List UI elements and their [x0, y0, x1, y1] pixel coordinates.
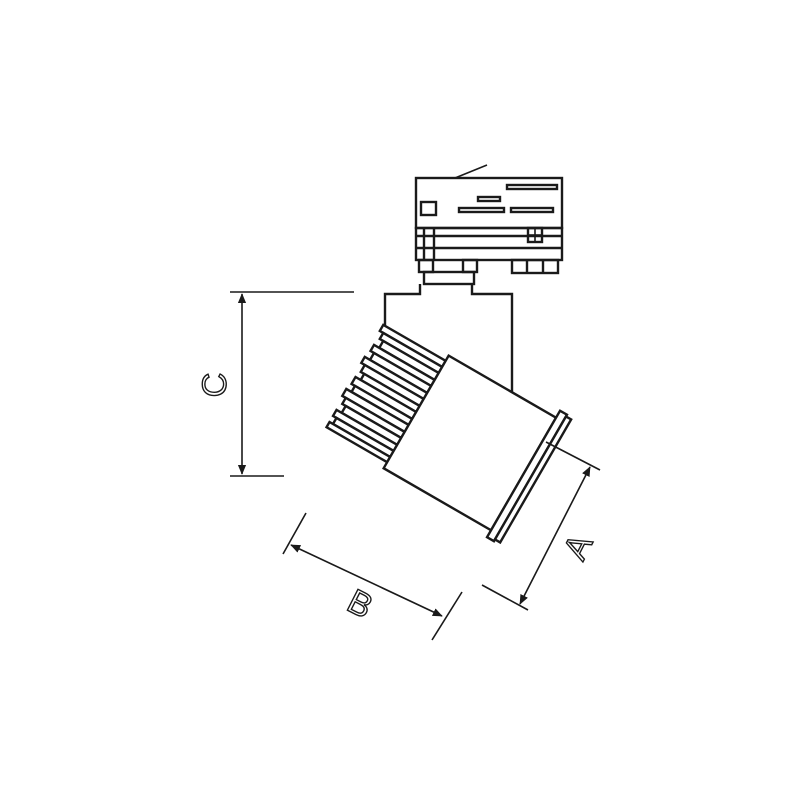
dimension-a-extension-bottom [481, 584, 529, 611]
track-adapter [414, 164, 564, 286]
adapter-lever [454, 164, 488, 179]
adapter-slot-3 [457, 206, 506, 214]
adapter-square-detail [419, 200, 438, 217]
adapter-slot-2 [476, 195, 502, 203]
dimension-c-label: C [196, 373, 234, 398]
lamp-head [324, 323, 573, 545]
adapter-neck [422, 270, 476, 286]
dimension-b-arrow [290, 544, 443, 617]
dimension-a-arrow [519, 466, 591, 605]
dimension-a-extension-top [545, 441, 601, 471]
adapter-slot-1 [505, 183, 559, 191]
dimension-a-label: A [556, 528, 600, 566]
dimension-b: B [282, 512, 463, 641]
adapter-foot-left [417, 258, 435, 274]
dimension-b-extension-left [282, 512, 307, 555]
adapter-slot-4 [509, 206, 555, 214]
dimension-b-label: B [341, 582, 378, 626]
adapter-foot-right [510, 258, 560, 275]
adapter-foot-middle [461, 258, 479, 274]
dimension-c: C [195, 291, 354, 477]
heat-sink-fins [324, 323, 448, 464]
adapter-lower-band [414, 226, 564, 262]
dimension-b-extension-right [431, 591, 463, 641]
